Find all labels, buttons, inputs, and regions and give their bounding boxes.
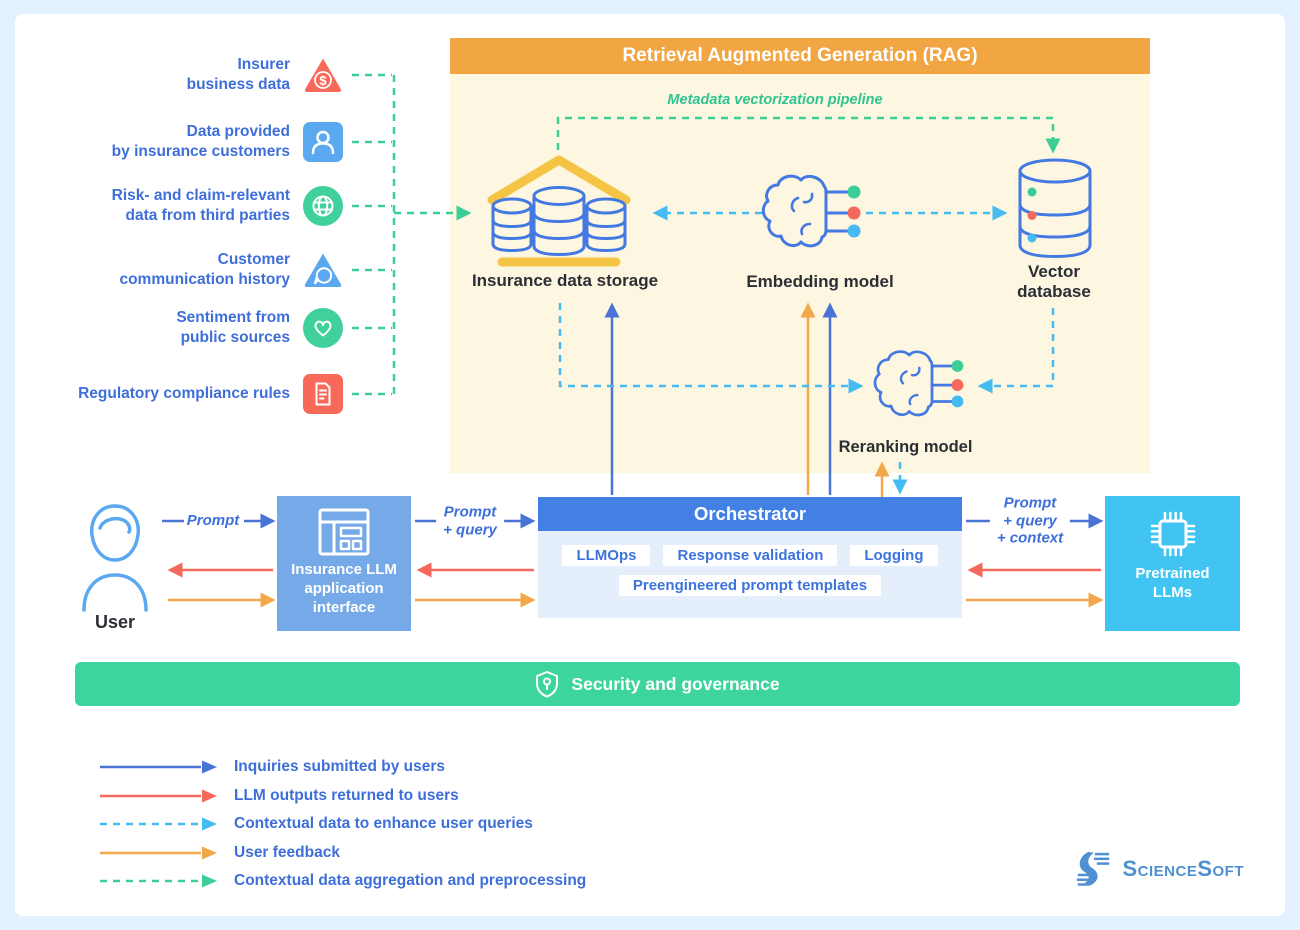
insurance-llm-interface-label: Insurance LLM application interface	[291, 561, 397, 616]
vector-database-icon	[1018, 158, 1092, 258]
source-label: Insurer business data	[186, 56, 290, 93]
user-label: User	[94, 612, 136, 632]
source-regulatory-rules: Regulatory compliance rules	[40, 374, 343, 414]
orchestrator-title: Orchestrator	[538, 497, 962, 531]
pretrained-llms-label: Pretrained LLMs	[1135, 565, 1210, 601]
source-label: Data provided by insurance customers	[111, 123, 290, 160]
dollar-triangle-icon: $	[303, 55, 343, 95]
source-public-sentiment: Sentiment from public sources	[40, 308, 343, 348]
legend-item-data-aggregation: Contextual data aggregation and preproce…	[100, 872, 586, 890]
source-customer-data: Data provided by insurance customers	[40, 122, 343, 162]
prompt-query-flow-label: Prompt + query	[436, 501, 504, 541]
solid-orange-arrow-icon	[100, 846, 218, 860]
rag-title: Retrieval Augmented Generation (RAG)	[450, 38, 1150, 74]
source-label: Sentiment from public sources	[176, 309, 290, 346]
brand-name: ScienceSoft	[1122, 856, 1244, 881]
pretrained-llms-box: Pretrained LLMs	[1105, 496, 1240, 631]
chat-triangle-icon	[303, 250, 343, 290]
insurance-data-storage-icon	[486, 150, 632, 268]
legend-item-llm-outputs: LLM outputs returned to users	[100, 787, 586, 805]
vector-database-label: Vector database	[1017, 262, 1091, 302]
embedding-model-label: Embedding model	[746, 272, 894, 291]
orchestrator-box: Orchestrator LLMOps Response validation …	[538, 497, 962, 618]
app-window-icon	[317, 507, 371, 557]
prompt-query-context-flow-label: Prompt + query + context	[989, 492, 1071, 550]
heart-circle-icon	[303, 308, 343, 348]
chip-response-validation: Response validation	[663, 545, 838, 566]
globe-circle-icon	[303, 186, 343, 226]
chip-llmops: LLMOps	[562, 545, 651, 566]
legend: Inquiries submitted by users LLM outputs…	[100, 758, 586, 890]
svg-text:$: $	[319, 73, 327, 88]
dashed-green-arrow-icon	[100, 874, 218, 888]
brand-logo: ScienceSoft	[1074, 850, 1244, 888]
pipeline-label: Metadata vectorization pipeline	[667, 92, 883, 108]
embedding-model-icon	[760, 170, 870, 258]
insurance-data-storage-label: Insurance data storage	[471, 271, 659, 290]
source-communication-history: Customer communication history	[40, 250, 343, 290]
source-insurer-business-data: Insurer business data $	[40, 55, 343, 95]
source-third-party-data: Risk- and claim-relevant data from third…	[40, 186, 343, 226]
chip-logging: Logging	[850, 545, 938, 566]
legend-item-inquiries: Inquiries submitted by users	[100, 758, 586, 776]
document-square-icon	[303, 374, 343, 414]
person-square-icon	[303, 122, 343, 162]
insurance-llm-interface-box: Insurance LLM application interface	[277, 496, 411, 631]
solid-blue-arrow-icon	[100, 760, 218, 774]
user-icon	[80, 498, 150, 612]
prompt-flow-label: Prompt	[186, 512, 240, 530]
dashed-ltblue-arrow-icon	[100, 817, 218, 831]
source-label: Risk- and claim-relevant data from third…	[111, 187, 290, 224]
legend-item-user-feedback: User feedback	[100, 844, 586, 862]
security-governance-bar: Security and governance	[75, 662, 1240, 706]
legend-item-contextual-queries: Contextual data to enhance user queries	[100, 815, 586, 833]
shield-icon	[535, 670, 559, 698]
sciencesoft-logo-icon	[1074, 850, 1112, 888]
source-label: Customer communication history	[119, 251, 290, 288]
orchestrator-body: LLMOps Response validation Logging Preen…	[538, 531, 962, 618]
reranking-model-icon	[872, 346, 972, 426]
chip-processor-icon	[1145, 506, 1201, 562]
chip-prompt-templates: Preengineered prompt templates	[618, 575, 882, 596]
security-governance-label: Security and governance	[571, 673, 780, 694]
solid-red-arrow-icon	[100, 789, 218, 803]
source-label: Regulatory compliance rules	[78, 385, 290, 403]
reranking-model-label: Reranking model	[838, 438, 973, 456]
